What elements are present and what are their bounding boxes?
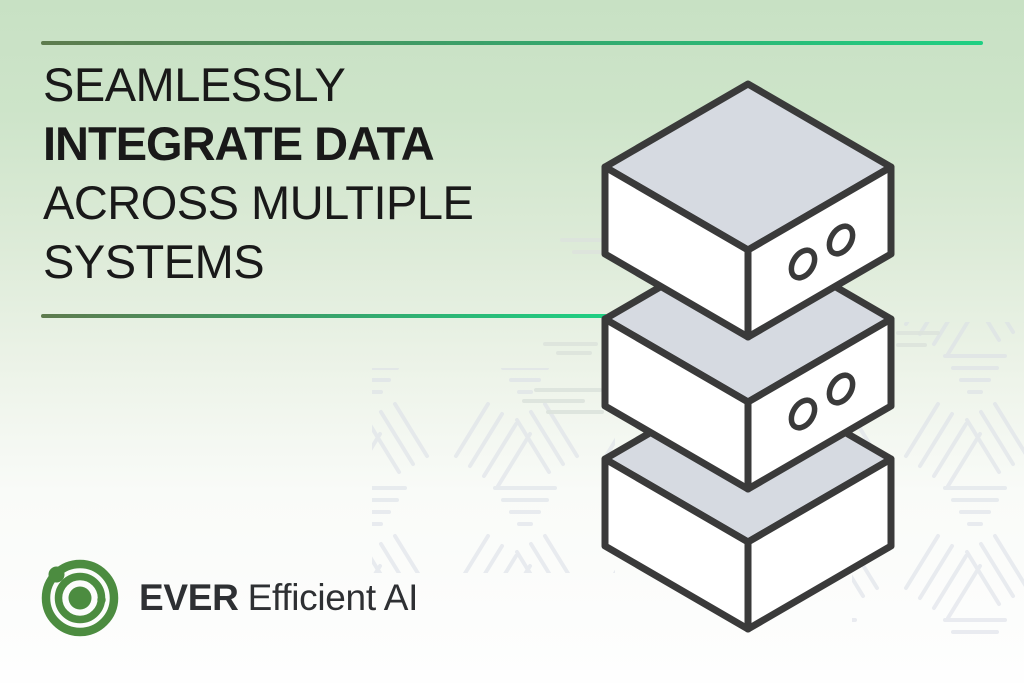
headline-line-2: INTEGRATE DATA bbox=[43, 117, 435, 170]
bottom-divider-rule bbox=[41, 314, 607, 318]
port-holes-top bbox=[788, 223, 856, 281]
hatch-texture-left bbox=[372, 368, 615, 573]
headline-line-1: SEAMLESSLY bbox=[43, 58, 346, 111]
orbit-target-icon bbox=[41, 559, 119, 637]
port-holes-middle bbox=[788, 372, 856, 431]
server-box-top bbox=[601, 80, 895, 341]
speed-lines bbox=[522, 238, 940, 414]
brand-name-regular: Efficient AI bbox=[247, 577, 419, 618]
headline-line-3: ACROSS MULTIPLE bbox=[43, 176, 474, 229]
brand-name-bold: EVER bbox=[139, 577, 239, 618]
headline: SEAMLESSLY INTEGRATE DATA ACROSS MULTIPL… bbox=[43, 55, 474, 291]
top-divider-rule bbox=[41, 41, 983, 45]
headline-line-4: SYSTEMS bbox=[43, 235, 265, 288]
